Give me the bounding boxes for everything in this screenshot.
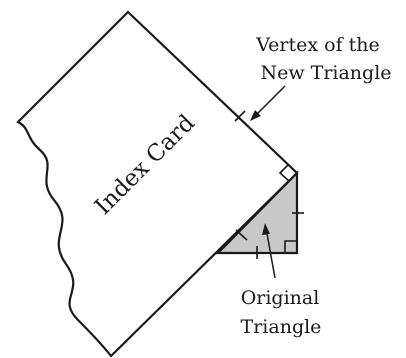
tick-mark-hypotenuse xyxy=(235,229,248,241)
original-triangle-pointer-arrowhead xyxy=(262,223,270,235)
triangle-right-angle-marker xyxy=(284,240,297,253)
vertex-label-line-1: Vertex of the xyxy=(255,34,380,56)
original-triangle-label-line-1: Original xyxy=(241,287,320,309)
vertex-pointer-arrowhead xyxy=(250,110,261,121)
index-card-outline xyxy=(16,10,299,358)
original-triangle-pointer-arrow-shaft xyxy=(265,227,276,279)
original-triangle-label-line-2: Triangle xyxy=(241,316,322,338)
vertex-label-line-2: New Triangle xyxy=(260,62,391,84)
card-corner-right-angle-marker xyxy=(278,164,298,183)
tick-mark-card-edge xyxy=(234,110,246,122)
vertex-pointer-arrow-shaft xyxy=(253,85,286,118)
